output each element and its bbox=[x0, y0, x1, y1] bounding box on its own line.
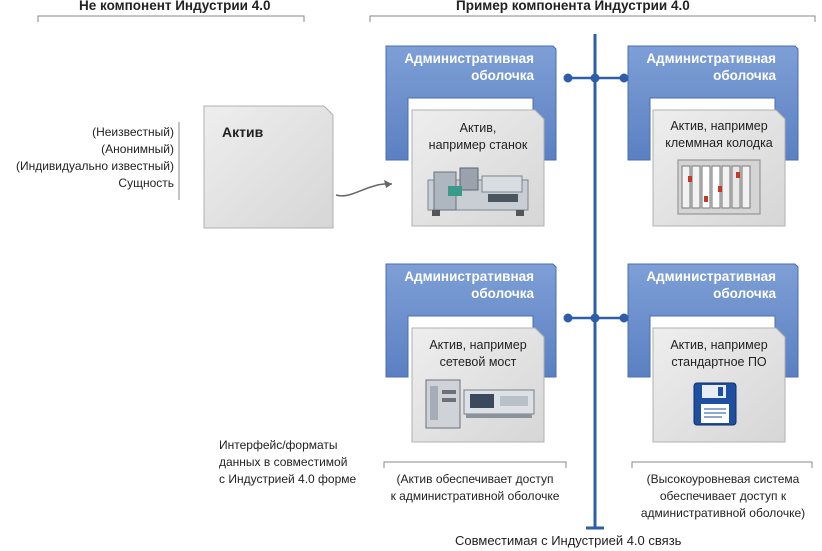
network-bridge-image bbox=[425, 379, 535, 429]
asset-line: стандартное ПО bbox=[671, 355, 767, 369]
plain-asset-label: Актив bbox=[222, 124, 264, 140]
left-header-bracket bbox=[37, 15, 305, 22]
admin-shell-label-4: Административная оболочка bbox=[628, 268, 776, 302]
asset-line: Актив, например bbox=[670, 338, 768, 352]
note-line: Интерфейс/форматы bbox=[219, 438, 338, 452]
admin-shell-label-3: Административная оболочка bbox=[386, 268, 534, 302]
floppy-disk-image bbox=[693, 382, 737, 426]
machine-tool-image bbox=[427, 167, 529, 216]
header-component-example: Пример компонента Индустрии 4.0 bbox=[456, 0, 690, 13]
admin-shell-subtitle: оболочка bbox=[471, 68, 534, 83]
transition-arrow-head bbox=[384, 180, 392, 188]
identity-item: (Неизвестный) bbox=[92, 125, 174, 139]
admin-shell-title: Административная bbox=[404, 269, 534, 284]
note-left-bracket bbox=[383, 461, 567, 468]
note-left: (Актив обеспечивает доступ к администрат… bbox=[384, 471, 566, 505]
asset-line: сетевой мост bbox=[439, 355, 517, 369]
admin-shell-title: Административная bbox=[646, 269, 776, 284]
asset-line: Актив, например bbox=[429, 338, 527, 352]
asset-line: Актив, bbox=[459, 121, 497, 135]
note-right-bracket bbox=[631, 461, 813, 468]
bus-node bbox=[619, 73, 629, 83]
asset-text-1: Актив, например станок bbox=[412, 120, 544, 154]
asset-text-2: Актив, например клеммная колодка bbox=[653, 118, 785, 152]
bus-node bbox=[619, 313, 629, 323]
asset-text-4: Актив, например стандартное ПО bbox=[653, 337, 785, 371]
asset-line: клеммная колодка bbox=[665, 136, 773, 150]
note-right: (Высокоуровневая система обеспечивает до… bbox=[632, 471, 814, 522]
right-header-bracket bbox=[369, 15, 816, 22]
transition-arrow bbox=[335, 183, 393, 197]
note-line: (Актив обеспечивает доступ bbox=[396, 472, 554, 486]
admin-shell-title: Административная bbox=[646, 51, 776, 66]
header-not-component: Не компонент Индустрии 4.0 bbox=[79, 0, 271, 13]
asset-line: Актив, например bbox=[670, 119, 768, 133]
asset-text-3: Актив, например сетевой мост bbox=[412, 337, 544, 371]
bus-node bbox=[563, 73, 573, 83]
asset-line: например станок bbox=[428, 138, 528, 152]
admin-shell-subtitle: оболочка bbox=[471, 286, 534, 301]
admin-shell-subtitle: оболочка bbox=[713, 286, 776, 301]
note-line: административной оболочке) bbox=[640, 506, 806, 520]
note-line: к административной оболочке bbox=[390, 489, 560, 503]
interface-note: Интерфейс/форматы данных в совместимой с… bbox=[219, 437, 356, 488]
bus-node bbox=[590, 73, 600, 83]
admin-shell-title: Административная bbox=[404, 51, 534, 66]
admin-shell-subtitle: оболочка bbox=[713, 68, 776, 83]
note-line: данных в совместимой bbox=[219, 455, 348, 469]
identity-item: (Индивидуально известный) bbox=[15, 159, 174, 173]
plain-asset-box bbox=[203, 105, 334, 229]
admin-shell-label-2: Административная оболочка bbox=[628, 50, 776, 84]
note-line: (Высокоуровневая система bbox=[646, 472, 800, 486]
bus-label: Совместимая с Индустрией 4.0 связь bbox=[455, 533, 682, 548]
terminal-block-image bbox=[677, 159, 761, 215]
bus-node bbox=[590, 313, 600, 323]
identity-list: (Неизвестный) (Анонимный) (Индивидуально… bbox=[0, 124, 174, 192]
bus-node bbox=[563, 313, 573, 323]
admin-shell-label-1: Административная оболочка bbox=[386, 50, 534, 84]
note-line: с Индустрией 4.0 форме bbox=[219, 472, 357, 486]
identity-item: (Анонимный) bbox=[101, 142, 174, 156]
identity-item: Сущность bbox=[118, 176, 174, 190]
note-line: обеспечивает доступ к bbox=[659, 489, 787, 503]
